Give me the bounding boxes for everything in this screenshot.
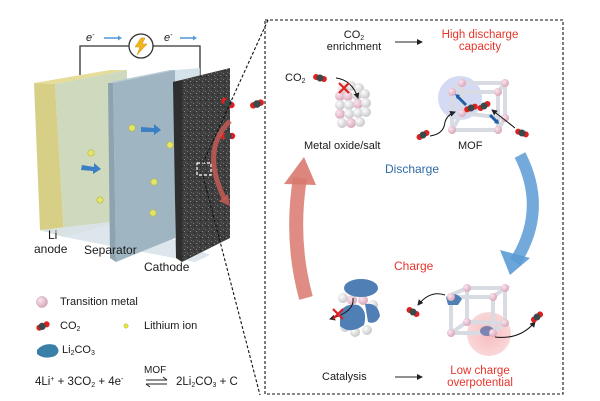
zoom-region-marker	[196, 162, 212, 176]
reversible-arrow-icon	[145, 376, 168, 388]
transition-metal-sphere-icon	[36, 296, 48, 308]
charge-label: Charge	[394, 259, 434, 273]
legend-li2co3: Li2CO3	[62, 344, 95, 357]
external-circuit	[79, 33, 201, 82]
zoom-connector-bottom	[202, 175, 261, 396]
blocked-x-icon	[338, 82, 350, 94]
reaction-equation-rhs: 2Li2CO3 + C	[176, 376, 238, 389]
electron-label-right: e-	[164, 32, 173, 44]
cathode-label: Cathode	[144, 260, 190, 274]
legend-transition-metal: Transition metal	[60, 296, 138, 308]
lithium-ion-icon	[123, 323, 129, 329]
electron-label-left: e-	[86, 32, 95, 44]
cathode	[173, 68, 230, 262]
charge-cycle-arrow	[289, 176, 313, 300]
li2co3-icon	[37, 344, 59, 358]
reaction-equation-lhs: 4Li+ + 3CO2 + 4e-	[35, 376, 124, 389]
detail-panel-border	[264, 19, 564, 395]
legend-co2-molecule-icon	[36, 321, 50, 331]
legend-lithium-ion: Lithium ion	[144, 320, 198, 332]
mof-label: MOF	[458, 140, 483, 152]
legend-co2: CO2	[60, 320, 81, 333]
li2co3-coated-oxide	[329, 279, 380, 337]
mof-framework-bottom	[417, 284, 536, 356]
equation-catalyst-label: MOF	[144, 365, 167, 376]
co2-molecules-cathode	[220, 97, 264, 140]
separator-label: Separator	[84, 243, 137, 257]
zoom-connector-top	[202, 19, 269, 164]
lithium-ions	[87, 124, 174, 217]
co2-molecule-icon	[313, 73, 327, 83]
co2-label: CO2	[285, 72, 306, 85]
metal-oxide-salt-label: Metal oxide/salt	[304, 140, 381, 152]
discharge-cycle-arrow	[509, 152, 539, 266]
ion-flow-arrows	[81, 124, 161, 174]
discharge-label: Discharge	[385, 162, 440, 176]
cathode-reaction-arrow	[211, 119, 232, 202]
mof-framework-top	[416, 76, 529, 140]
lightning-bolt-icon	[134, 37, 148, 56]
catalysis-label: Catalysis	[322, 371, 367, 383]
metal-oxide-cluster	[335, 77, 371, 128]
